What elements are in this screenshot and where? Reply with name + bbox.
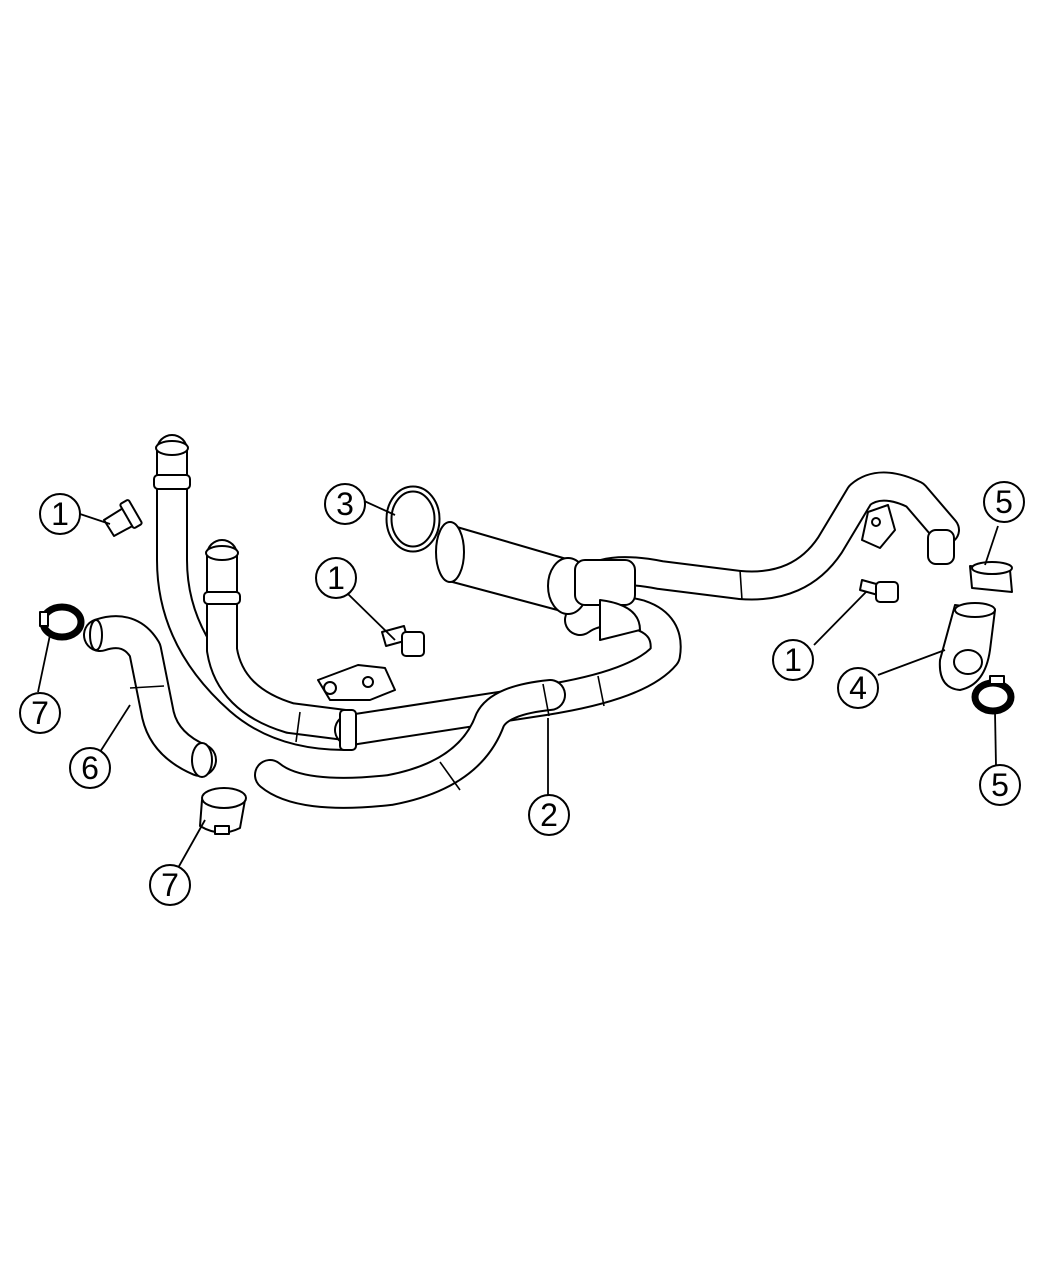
svg-text:6: 6 <box>81 750 99 786</box>
callout-5-upper: 5 <box>983 481 1025 523</box>
callout-3: 3 <box>324 483 366 525</box>
bolt-left <box>103 499 143 537</box>
callout-5-lower: 5 <box>979 764 1021 806</box>
callout-2: 2 <box>528 794 570 836</box>
svg-text:2: 2 <box>540 797 558 833</box>
o-ring <box>385 485 441 553</box>
coolant-hose <box>83 615 217 778</box>
callout-1-right: 1 <box>772 639 814 681</box>
connector-tube-body <box>435 521 641 641</box>
clamp-lower-right <box>971 675 1015 715</box>
callout-1-center: 1 <box>315 557 357 599</box>
svg-text:7: 7 <box>161 867 179 903</box>
svg-text:1: 1 <box>51 496 69 532</box>
leader-lines <box>37 499 999 869</box>
svg-text:4: 4 <box>849 670 867 706</box>
svg-text:3: 3 <box>336 486 354 522</box>
svg-text:5: 5 <box>991 767 1009 803</box>
svg-text:7: 7 <box>31 695 49 731</box>
callout-6: 6 <box>69 747 111 789</box>
callout-7-lower: 7 <box>149 864 191 906</box>
callout-1-upper-left: 1 <box>39 493 81 535</box>
heater-tube-assembly <box>153 434 960 809</box>
clamp-upper-right <box>969 561 1013 593</box>
bolt-center <box>381 625 425 657</box>
svg-text:5: 5 <box>995 484 1013 520</box>
callout-7-left: 7 <box>19 692 61 734</box>
bolt-right <box>859 579 899 603</box>
clamp-lower-left <box>199 787 247 835</box>
elbow-fitting <box>938 602 996 691</box>
svg-text:1: 1 <box>784 642 802 678</box>
clamp-upper-left <box>39 603 85 641</box>
svg-text:1: 1 <box>327 560 345 596</box>
callout-4: 4 <box>837 667 879 709</box>
